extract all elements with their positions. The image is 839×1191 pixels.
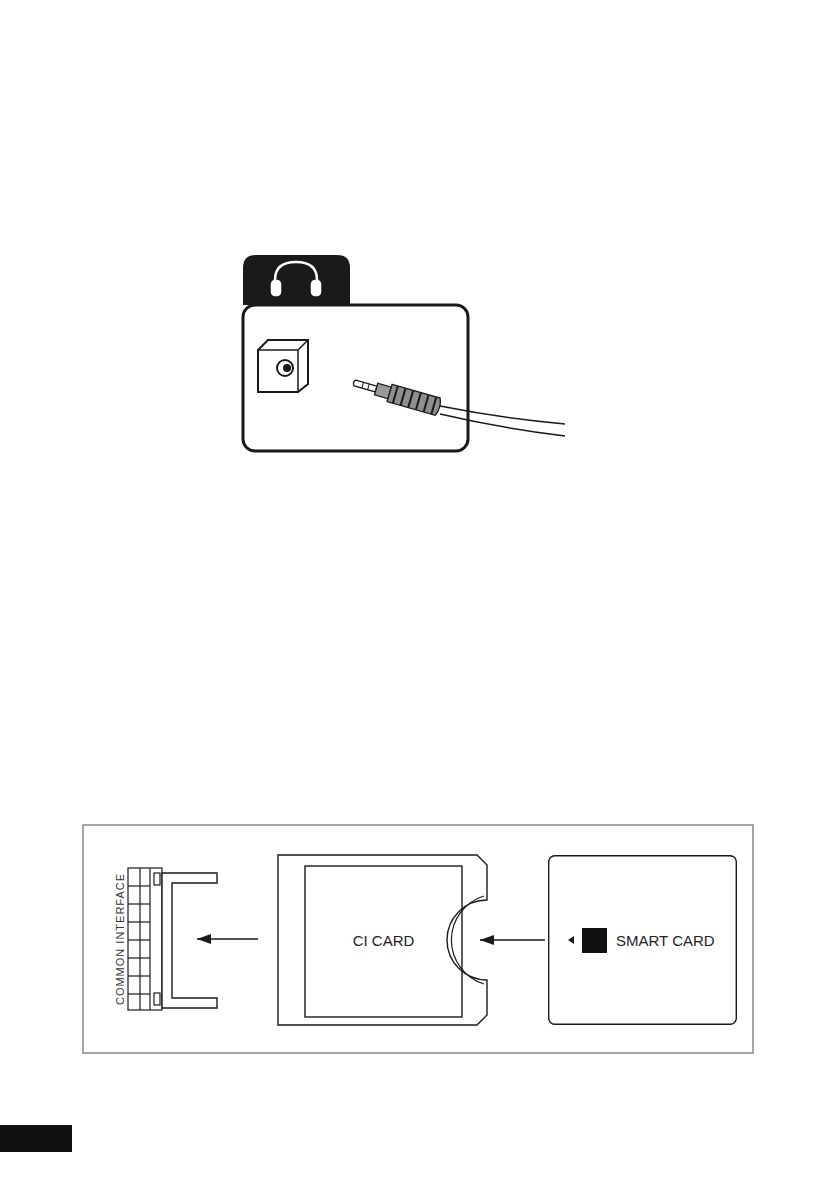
insert-arrow — [480, 939, 545, 940]
headphone-tab — [243, 255, 350, 305]
smart-card: SMART CARD — [548, 855, 737, 1025]
plug-rib — [408, 390, 413, 407]
card-label: CI CARD — [305, 932, 462, 950]
card-label: SMART CARD — [616, 932, 715, 950]
slot-outline — [110, 868, 217, 1010]
plug-rib — [393, 386, 398, 403]
panel-frame — [243, 305, 468, 451]
ci-card: CI CARD — [278, 855, 487, 1025]
slot-label: COMMON INTERFACE — [113, 849, 127, 1029]
headphone-icon — [272, 262, 320, 295]
page-tab — [0, 1125, 72, 1152]
plug-rib — [424, 395, 429, 412]
headphone-panel — [243, 255, 565, 451]
jack-socket — [258, 340, 308, 392]
headphone-plug — [351, 374, 565, 436]
plug-rib — [416, 393, 421, 410]
plug-rib — [401, 388, 406, 405]
figure-frame — [83, 825, 753, 1053]
insert-arrow — [197, 938, 258, 939]
common-interface-slot: COMMON INTERFACE — [110, 868, 217, 1010]
plug-rib — [431, 397, 436, 414]
